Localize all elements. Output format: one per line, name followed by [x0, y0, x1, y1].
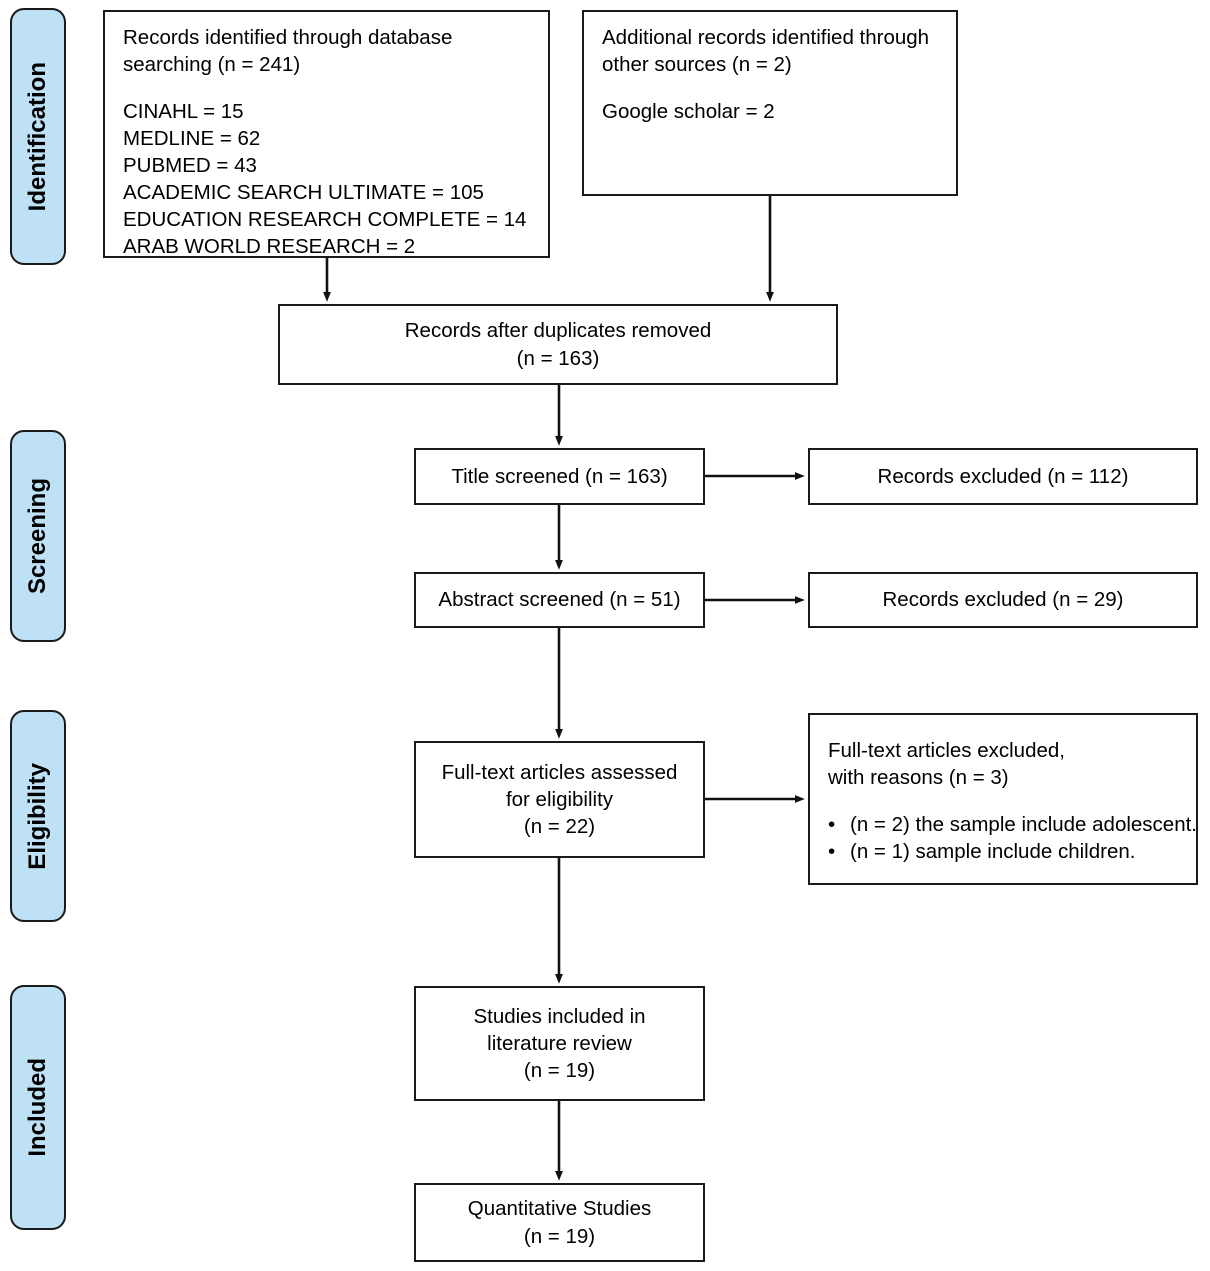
node-fulltext-assessed: Full-text articles assessed for eligibil… — [414, 741, 705, 858]
studies-included-line2: literature review — [487, 1031, 632, 1055]
fulltext-assessed-line1: Full-text articles assessed — [441, 760, 678, 784]
node-abstract-excluded: Records excluded (n = 29) — [808, 572, 1198, 628]
title-screened-line1: Title screened (n = 163) — [451, 464, 668, 488]
database-source-pubmed: PUBMED = 43 — [123, 154, 257, 178]
node-abstract-screened: Abstract screened (n = 51) — [414, 572, 705, 628]
stage-tab-eligibility: Eligibility — [10, 710, 66, 922]
database-search-spacer — [123, 78, 548, 98]
quantitative-studies-line1: Quantitative Studies — [467, 1197, 652, 1221]
database-source-academic-search-ultimate: ACADEMIC SEARCH ULTIMATE = 105 — [123, 181, 484, 205]
database-source-medline: MEDLINE = 62 — [123, 127, 261, 151]
stage-tab-screening-label: Screening — [24, 477, 51, 595]
node-other-sources: Additional records identified through ot… — [582, 10, 958, 196]
fulltext-excluded-line1: Full-text articles excluded, — [828, 739, 1065, 762]
database-source-cinahl: CINAHL = 15 — [123, 100, 244, 124]
fulltext-excluded-spacer — [828, 791, 1196, 811]
node-duplicates-removed: Records after duplicates removed (n = 16… — [278, 304, 838, 385]
stage-tab-screening: Screening — [10, 430, 66, 642]
other-sources-spacer — [602, 78, 956, 98]
fulltext-assessed-line3: (n = 22) — [523, 815, 596, 839]
title-excluded-line1: Records excluded (n = 112) — [877, 464, 1129, 488]
quantitative-studies-line2: (n = 19) — [523, 1224, 596, 1248]
duplicates-removed-line1: Records after duplicates removed — [404, 319, 712, 343]
stage-tab-eligibility-label: Eligibility — [24, 762, 51, 870]
other-sources-heading-line2: other sources (n = 2) — [602, 53, 792, 77]
abstract-excluded-line1: Records excluded (n = 29) — [882, 588, 1124, 612]
node-fulltext-excluded: Full-text articles excluded, with reason… — [808, 713, 1198, 885]
fulltext-excluded-reason-list: (n = 2) the sample include adolescent. (… — [828, 811, 1197, 865]
database-search-heading-line2: searching (n = 241) — [123, 53, 301, 77]
abstract-screened-line1: Abstract screened (n = 51) — [438, 588, 681, 612]
node-title-screened: Title screened (n = 163) — [414, 448, 705, 505]
node-studies-included: Studies included in literature review (n… — [414, 986, 705, 1101]
stage-tab-identification: Identification — [10, 8, 66, 265]
stage-tab-included: Included — [10, 985, 66, 1230]
stage-tab-identification-label: Identification — [24, 61, 51, 212]
node-database-search: Records identified through database sear… — [103, 10, 550, 258]
fulltext-excluded-reason-children: (n = 1) sample include children. — [828, 838, 1196, 865]
node-quantitative-studies: Quantitative Studies (n = 19) — [414, 1183, 705, 1262]
database-search-heading-line1: Records identified through database — [123, 26, 453, 49]
other-sources-heading-line1: Additional records identified through — [602, 26, 930, 49]
database-source-arab-world-research: ARAB WORLD RESEARCH = 2 — [123, 235, 416, 259]
studies-included-line1: Studies included in — [473, 1004, 646, 1028]
studies-included-line3: (n = 19) — [523, 1059, 596, 1083]
other-source-google-scholar: Google scholar = 2 — [602, 100, 775, 124]
database-source-education-research-complete: EDUCATION RESEARCH COMPLETE = 14 — [123, 208, 527, 232]
duplicates-removed-line2: (n = 163) — [516, 346, 600, 370]
fulltext-excluded-line2: with reasons (n = 3) — [828, 766, 1009, 790]
fulltext-excluded-reason-adolescent: (n = 2) the sample include adolescent. — [828, 811, 1197, 838]
node-title-excluded: Records excluded (n = 112) — [808, 448, 1198, 505]
fulltext-assessed-line2: for eligibility — [505, 787, 614, 811]
stage-tab-included-label: Included — [24, 1058, 51, 1157]
